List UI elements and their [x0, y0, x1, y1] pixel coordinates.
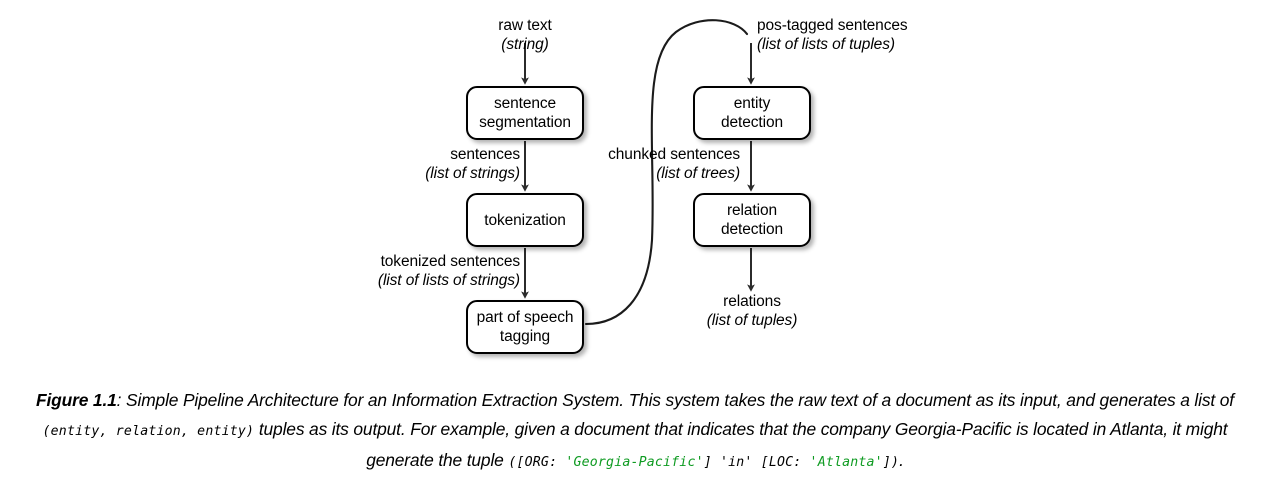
edge-label-sentences: sentences (list of strings)	[324, 145, 520, 183]
edge-label-sentences-name: sentences	[450, 146, 520, 163]
edge-label-relations-type: (list of tuples)	[706, 312, 798, 329]
caption-code-tuple-close: ])	[882, 455, 900, 470]
node-relation-detection-line2: detection	[720, 221, 783, 238]
edge-label-tokenized-sentences-type: (list of lists of strings)	[377, 272, 520, 289]
edge-label-pos-tagged-sentences-name: pos-tagged sentences	[757, 17, 908, 34]
figure-number: Figure 1.1	[36, 390, 117, 410]
pipeline-diagram: sentence segmentation tokenization part …	[324, 16, 997, 354]
curve-pos-tagging-to-entity-detection	[584, 19, 749, 326]
diagram-connectors	[521, 19, 755, 326]
caption-text-part-3: .	[899, 450, 904, 470]
edge-label-sentences-type: (list of strings)	[425, 165, 520, 182]
edge-label-tokenized-sentences: tokenized sentences (list of lists of st…	[324, 252, 520, 290]
caption-separator: :	[116, 390, 127, 410]
caption-code-loc-tag: LOC:	[768, 455, 802, 470]
edge-label-raw-text: raw text (string)	[462, 16, 588, 54]
edge-label-raw-text-name: raw text	[498, 17, 552, 34]
caption-text-part-2: tuples as its output. For example, given…	[254, 419, 1228, 470]
caption-code-tuple-mid: ] 'in' [	[703, 455, 769, 470]
node-sentence-segmentation[interactable]: sentence segmentation	[466, 86, 584, 140]
edge-label-relations-name: relations	[723, 293, 781, 310]
node-tokenization-line1: tokenization	[484, 211, 566, 229]
node-entity-detection-line1: entity	[733, 95, 771, 112]
node-sentence-segmentation-line1: sentence	[493, 95, 557, 112]
caption-code-tuple-signature: (entity, relation, entity)	[42, 424, 255, 439]
figure-caption: Figure 1.1: Simple Pipeline Architecture…	[22, 386, 1248, 477]
edge-label-pos-tagged-sentences: pos-tagged sentences (list of lists of t…	[757, 16, 997, 54]
caption-code-tuple-open: ([	[508, 455, 525, 470]
node-tokenization[interactable]: tokenization	[466, 193, 584, 247]
node-part-of-speech-tagging-line2: tagging	[499, 328, 551, 345]
caption-text-part-1: Simple Pipeline Architecture for an Info…	[126, 390, 1234, 410]
edge-label-chunked-sentences: chunked sentences (list of trees)	[560, 145, 740, 183]
edge-label-relations: relations (list of tuples)	[672, 292, 832, 330]
caption-code-org-value: 'Georgia-Pacific'	[557, 455, 704, 470]
node-sentence-segmentation-line2: segmentation	[479, 114, 571, 131]
node-entity-detection[interactable]: entity detection	[693, 86, 811, 140]
node-entity-detection-line2: detection	[720, 114, 783, 131]
node-part-of-speech-tagging[interactable]: part of speech tagging	[466, 300, 584, 354]
caption-code-org-tag: ORG:	[524, 455, 558, 470]
edge-label-chunked-sentences-type: (list of trees)	[656, 165, 740, 182]
node-relation-detection-line1: relation	[726, 202, 778, 219]
edge-label-chunked-sentences-name: chunked sentences	[608, 146, 740, 163]
caption-code-loc-value: 'Atlanta'	[801, 455, 883, 470]
edge-label-pos-tagged-sentences-type: (list of lists of tuples)	[757, 36, 895, 53]
node-part-of-speech-tagging-line1: part of speech	[476, 309, 574, 326]
edge-label-raw-text-type: (string)	[501, 36, 549, 53]
edge-label-tokenized-sentences-name: tokenized sentences	[380, 253, 521, 270]
node-relation-detection[interactable]: relation detection	[693, 193, 811, 247]
